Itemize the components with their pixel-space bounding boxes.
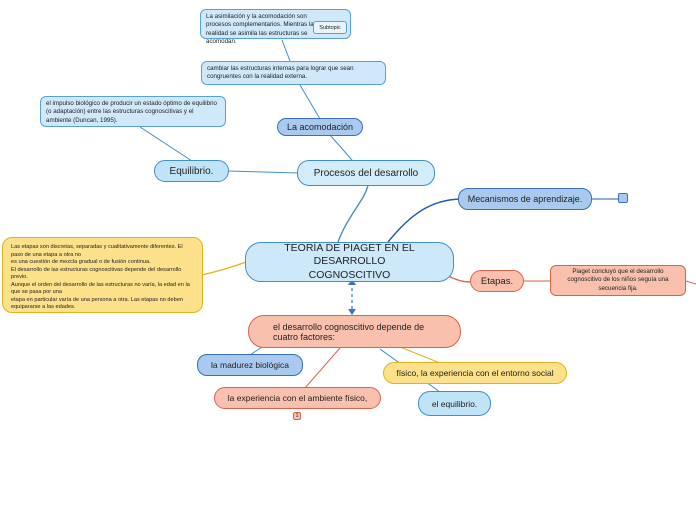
central-label: TEORÍA DE PIAGET EN EL DESARROLLO COGNOS… [284,241,415,281]
procesos-node[interactable]: Procesos del desarrollo [297,160,435,186]
mecanismos-node[interactable]: Mecanismos de aprendizaje. [458,188,592,210]
factores-label: el desarrollo cognoscitivo depende de cu… [273,321,425,342]
subtopic-label: Subtopic [319,24,341,31]
impulso-text: el impulso biológico de producir un esta… [46,100,217,124]
cambiar-text: cambiar las estructuras internas para lo… [207,65,354,81]
subtopic-badge[interactable]: Subtopic [313,21,347,34]
cambiar-note[interactable]: cambiar las estructuras internas para lo… [201,61,386,85]
etapas-note-line-5: etapa en particular varía de una persona… [11,296,183,311]
acomodacion-label: La acomodación [286,122,354,132]
impulso-note[interactable]: el impulso biológico de producir un esta… [40,96,226,127]
etapas-note[interactable]: Las etapas son discretas, separadas y cu… [2,237,203,313]
asimilacion-text: La asimilación y la acomodación son proc… [206,13,314,46]
factores-node[interactable]: el desarrollo cognoscitivo depende de cu… [248,315,461,348]
etapas-label: Etapas. [480,275,514,287]
etapas-node[interactable]: Etapas. [470,270,524,292]
fisico-label: físico, la experiencia con el entorno so… [396,368,554,378]
experiencia-ambiente-node[interactable]: la experiencia con el ambiente físico, [214,387,381,409]
equilibrio-label: Equilibrio. [169,165,214,177]
equilibrio-node[interactable]: Equilibrio. [154,160,229,182]
procesos-label: Procesos del desarrollo [313,167,419,179]
mecanismos-label: Mecanismos de aprendizaje. [467,194,583,204]
madurez-label: la madurez biológica [211,360,289,370]
el-equilibrio-node[interactable]: el equilibrio. [418,391,491,416]
count-badge[interactable]: 1 [293,412,301,420]
acomodacion-node[interactable]: La acomodación [277,118,363,136]
etapas-note-line-4: Aunque el orden del desarrollo de las es… [11,281,190,296]
central-topic[interactable]: TEORÍA DE PIAGET EN EL DESARROLLO COGNOS… [245,242,454,282]
el-equilibrio-label: el equilibrio. [431,398,478,409]
madurez-node[interactable]: la madurez biológica [197,354,303,376]
piaget-note[interactable]: Piaget concluyó que el desarrollo cognos… [550,265,686,296]
piaget-text: Piaget concluyó que el desarrollo cognos… [567,267,669,292]
experiencia-ambiente-label: la experiencia con el ambiente físico, [227,393,368,403]
fisico-node[interactable]: físico, la experiencia con el entorno so… [383,362,567,384]
etapas-note-line-1: Las etapas son discretas, separadas y cu… [11,244,183,258]
etapas-note-line-2: es una cuestión de mezcla gradual o de f… [11,259,151,266]
etapas-note-line-3: El desarrollo de las estructuras cognosc… [11,266,182,281]
count-badge-label: 1 [295,413,299,419]
mecanismos-subnode[interactable] [618,193,628,203]
